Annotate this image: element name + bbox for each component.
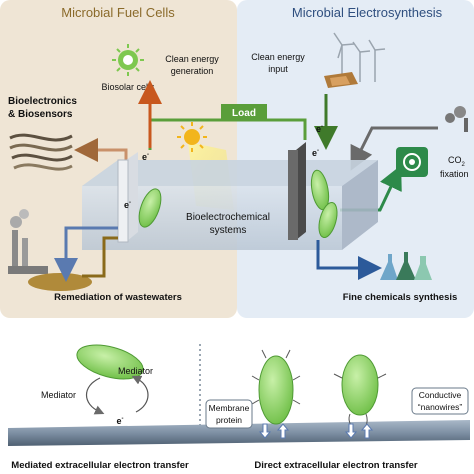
mfc-header: Microbial Fuel Cells: [61, 5, 175, 20]
clean-gen-label-1: Clean energy: [165, 54, 219, 64]
electron-label: e-: [116, 416, 123, 426]
factory-icon: [8, 209, 48, 274]
fine-chemicals-label: Fine chemicals synthesis: [343, 292, 458, 303]
sun-icon: [177, 122, 207, 152]
bacterium-mediated: [76, 344, 144, 380]
membrane-protein-callout: Membrane protein: [205, 399, 253, 429]
system-label-2: systems: [210, 225, 247, 236]
fine-chemicals-arrow: [316, 240, 382, 280]
svg-text:Membrane: Membrane: [209, 403, 250, 413]
fixation-label: fixation: [440, 169, 469, 179]
electron-label: e-: [142, 152, 149, 162]
co2-input-arrow: [350, 126, 438, 171]
electron-label: e-: [312, 148, 319, 158]
clean-gen-label-2: generation: [171, 66, 214, 76]
caption-mediated: Mediated extracellular electron transfer: [11, 460, 189, 471]
bacterium-cathode-2: [318, 201, 338, 239]
anode-electrode: [117, 152, 138, 243]
bacterium-anode: [138, 188, 162, 228]
wind-turbine-icon: [333, 32, 386, 82]
bioelectronics-arrow: [74, 138, 128, 162]
electron-transfer-arrow: [258, 423, 374, 439]
wastewater-in-arrow: [82, 236, 118, 278]
load-label: Load: [232, 108, 256, 119]
biosensor-fiber-icon: [9, 133, 73, 171]
bioelectronics-label-1: Bioelectronics: [8, 96, 77, 107]
biosolar-cell-icon: [112, 44, 144, 76]
svg-text:protein: protein: [216, 415, 242, 425]
svg-text:“nanowires”: “nanowires”: [418, 402, 463, 412]
flask-icon: [380, 252, 432, 280]
system-label-1: Bioelectrochemical: [186, 212, 270, 223]
mediator-cycle-arrow: [131, 375, 149, 413]
co2-fixation-icon: [396, 147, 428, 177]
mes-header: Microbial Electrosynthesis: [292, 5, 443, 20]
remediation-label: Remediation of wastewaters: [54, 292, 182, 303]
factory-smoke-icon: [445, 106, 468, 132]
co2-label: CO2: [448, 155, 466, 168]
cathode-electrode: [288, 142, 306, 240]
solar-panel-icon: [324, 72, 358, 88]
caption-direct: Direct extracellular electron transfer: [254, 460, 417, 471]
bacterium-nanowires: [333, 354, 387, 435]
mediator-top-label: Mediator: [118, 366, 153, 376]
bacterium-membrane-protein: [251, 349, 301, 425]
mediator-cycle-arrow: [85, 377, 105, 415]
biosolar-label: Biosolar cells: [101, 82, 155, 92]
mediator-left-label: Mediator: [41, 390, 76, 400]
electron-label: e-: [124, 200, 131, 210]
clean-input-label-2: input: [268, 64, 288, 74]
wastewater-out-arrow: [54, 226, 118, 282]
nanowires-callout: Conductive “nanowires”: [411, 387, 469, 415]
electron-label: e-: [316, 124, 323, 134]
svg-text:Conductive: Conductive: [419, 390, 462, 400]
bioelectronics-label-2: & Biosensors: [8, 109, 73, 120]
electrode-surface-bar: [8, 420, 470, 446]
clean-input-label-1: Clean energy: [251, 52, 305, 62]
